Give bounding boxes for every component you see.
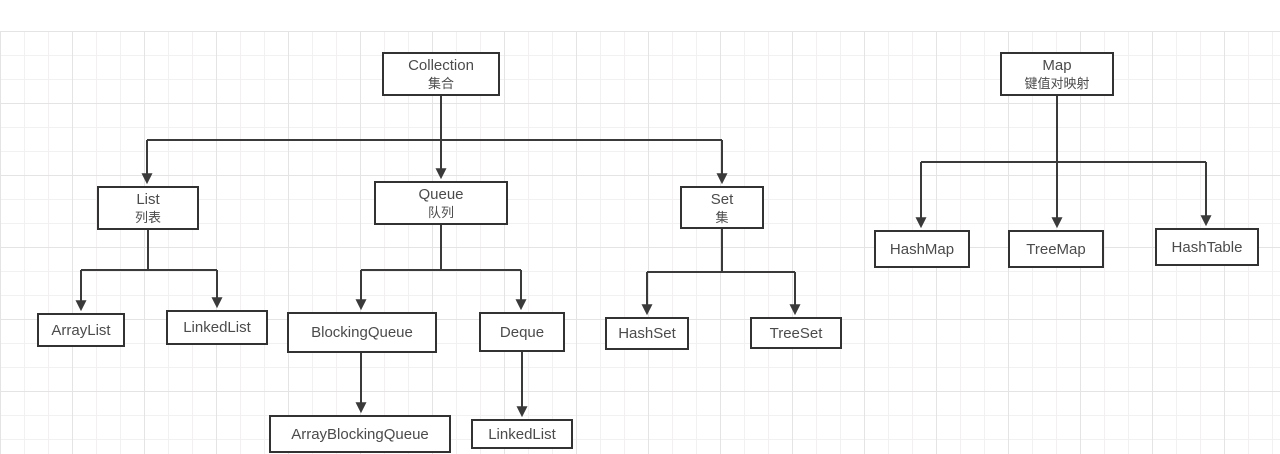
node-hashtable[interactable]: HashTable xyxy=(1155,228,1259,266)
collection-branch-line xyxy=(147,96,722,141)
node-list[interactable]: List 列表 xyxy=(97,186,199,230)
node-collection[interactable]: Collection 集合 xyxy=(382,52,500,96)
node-label: LinkedList xyxy=(183,319,251,336)
node-label: HashSet xyxy=(618,325,676,342)
node-hashset[interactable]: HashSet xyxy=(605,317,689,350)
node-sublabel: 集合 xyxy=(427,76,454,91)
node-label: Collection xyxy=(408,57,474,74)
node-set[interactable]: Set 集 xyxy=(680,186,764,229)
node-arraylist[interactable]: ArrayList xyxy=(37,313,125,347)
node-label: BlockingQueue xyxy=(311,324,413,341)
node-treeset[interactable]: TreeSet xyxy=(750,317,842,349)
node-sublabel: 键值对映射 xyxy=(1024,76,1090,91)
node-blockingqueue[interactable]: BlockingQueue xyxy=(287,312,437,353)
node-label: List xyxy=(136,191,160,208)
node-label: ArrayBlockingQueue xyxy=(291,425,429,443)
node-linkedlist-deque[interactable]: LinkedList xyxy=(471,419,573,449)
node-sublabel: 队列 xyxy=(427,205,454,220)
node-hashmap[interactable]: HashMap xyxy=(874,230,970,268)
node-sublabel: 集 xyxy=(715,209,729,225)
node-queue[interactable]: Queue 队列 xyxy=(374,181,508,225)
node-sublabel: 列表 xyxy=(134,210,161,225)
map-branch-line xyxy=(921,96,1206,163)
node-label: Queue xyxy=(418,186,464,203)
node-label: TreeMap xyxy=(1026,240,1086,258)
set-branch-line xyxy=(647,229,795,273)
node-label: HashMap xyxy=(889,240,955,258)
node-label: HashTable xyxy=(1171,238,1243,256)
node-label: ArrayList xyxy=(51,321,111,339)
node-label: Deque xyxy=(499,323,545,341)
node-treemap[interactable]: TreeMap xyxy=(1008,230,1104,268)
node-label: TreeSet xyxy=(769,324,823,342)
node-arrayblockingqueue[interactable]: ArrayBlockingQueue xyxy=(269,415,451,453)
node-label: Set xyxy=(710,190,734,208)
node-linkedlist[interactable]: LinkedList xyxy=(166,310,268,345)
node-map[interactable]: Map 键值对映射 xyxy=(1000,52,1114,96)
list-branch-line xyxy=(81,230,217,271)
node-label: Map xyxy=(1042,57,1072,74)
queue-branch-line xyxy=(361,225,521,271)
node-label: LinkedList xyxy=(488,425,556,443)
node-deque[interactable]: Deque xyxy=(479,312,565,352)
